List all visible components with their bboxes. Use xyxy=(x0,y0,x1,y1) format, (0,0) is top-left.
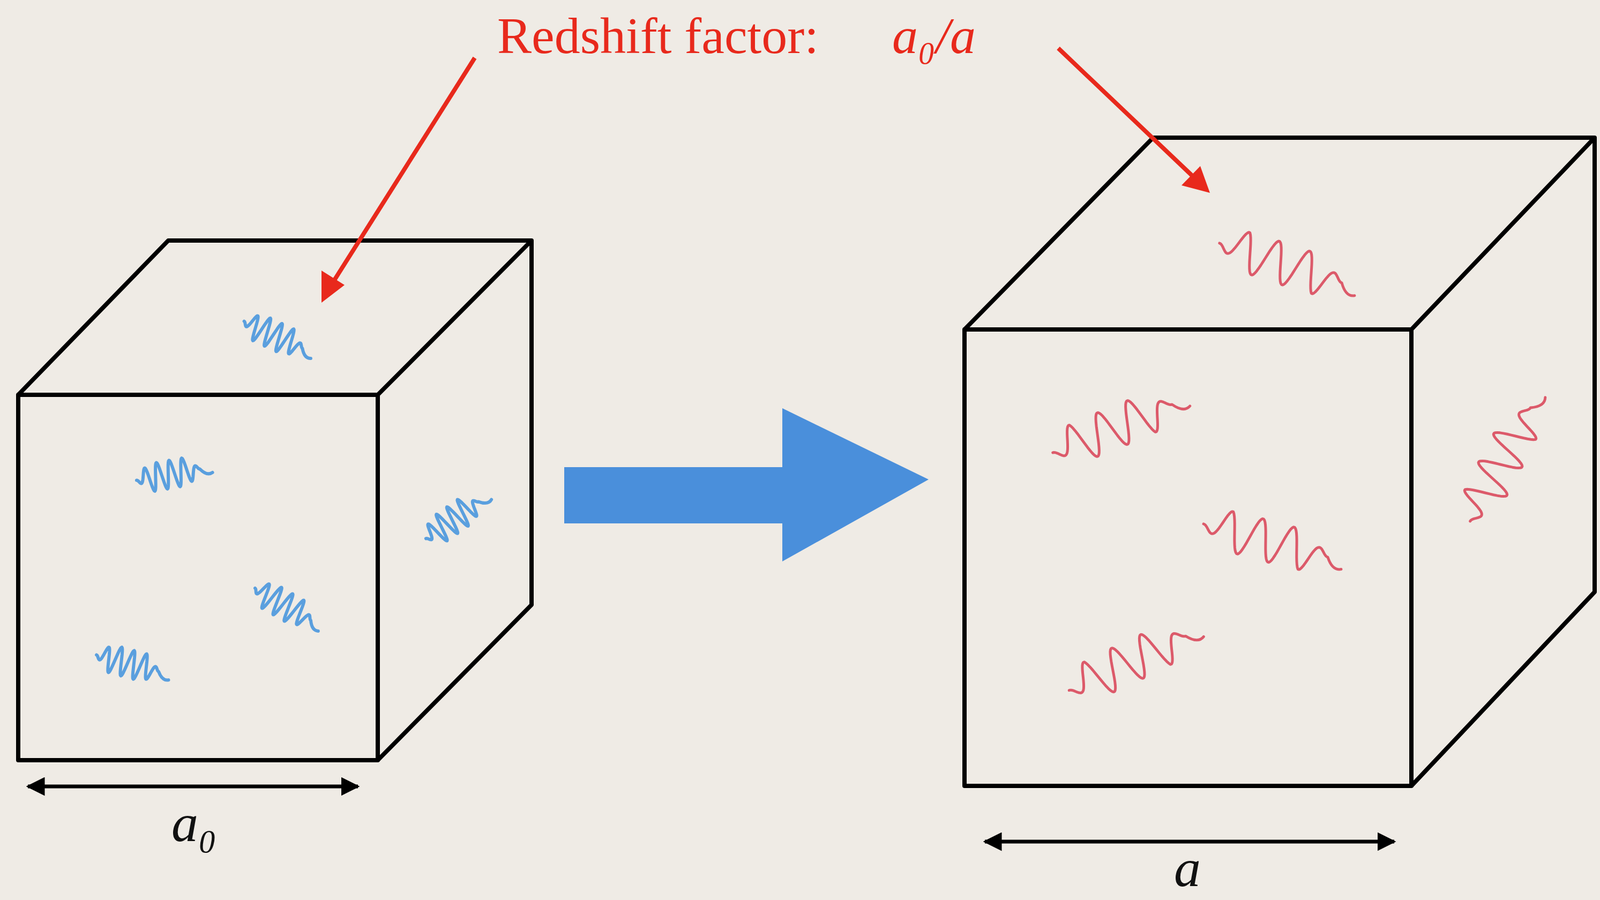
dimension-arrow xyxy=(27,784,358,789)
leader-arrow xyxy=(321,57,475,303)
photon-wave xyxy=(133,453,214,495)
photon-wave xyxy=(92,641,174,689)
photon-wave xyxy=(1045,379,1195,472)
photon-wave xyxy=(1452,384,1557,532)
photon-wave xyxy=(1213,223,1364,308)
callout-formula: a₀/a xyxy=(892,7,976,65)
photon-wave xyxy=(417,483,497,551)
leader-arrow xyxy=(1058,48,1210,193)
dimension-label: a xyxy=(1174,839,1201,899)
large-cube xyxy=(964,137,1595,787)
expansion-arrow xyxy=(564,408,929,562)
photon-wave xyxy=(1060,610,1209,709)
photon-wave xyxy=(1198,504,1349,581)
callout-text: Redshift factor: xyxy=(497,7,819,65)
photon-wave xyxy=(238,308,320,366)
photon-wave xyxy=(248,576,328,639)
photon-waves xyxy=(92,223,1556,709)
small-cube xyxy=(18,240,532,761)
dimension-label: a₀ xyxy=(171,794,218,854)
